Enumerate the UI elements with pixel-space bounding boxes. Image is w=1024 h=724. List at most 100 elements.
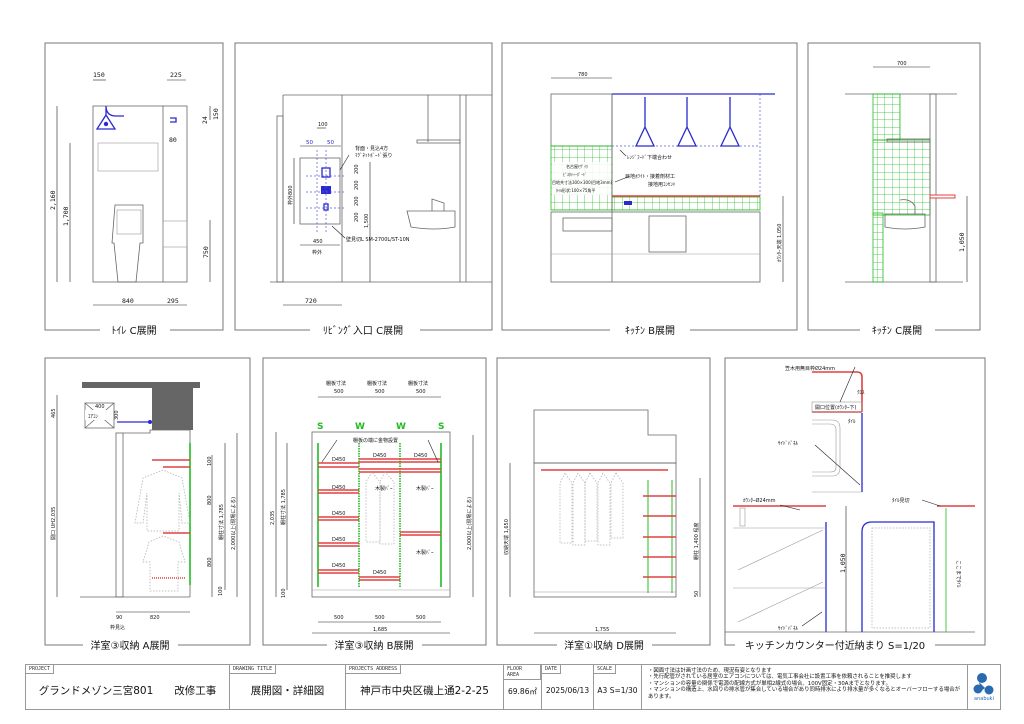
dimension-label: 1,685	[373, 627, 387, 633]
annotation: 棚板の端に金物設置	[353, 437, 398, 444]
rod-label: 木製ﾊﾞｰ	[416, 549, 434, 556]
dimension-label: 820	[150, 615, 160, 621]
annotation: 目地ﾎﾜｲﾄ・接着剤材工	[625, 173, 675, 180]
post-type-label: W	[355, 422, 365, 432]
date-cell: DATE 2025/06/13	[542, 665, 594, 709]
hanging-clothes-icon	[559, 472, 624, 546]
date-caption: DATE	[542, 665, 562, 674]
dimension-label: 棚板寸法	[326, 380, 346, 387]
dimension-label: 200	[354, 212, 360, 222]
dimension-label: 棚柱寸法 1,785	[218, 504, 225, 540]
dimension-label: 500	[416, 389, 426, 395]
tile-spec: 名古屋ﾓｻﾞｲｸ	[566, 163, 588, 169]
annotation: 接地用ｺﾝｾﾝﾄ	[648, 181, 676, 188]
annotation: ﾀｲﾙ	[848, 419, 856, 425]
panel-closet1-d-elevation: 収納天端 1,650 棚柱 1,400 程度 50 1,755 洋室①収納 D展…	[496, 357, 711, 652]
annotation: 背面・見込4方	[355, 145, 388, 152]
wall-lamp-icon	[95, 105, 124, 130]
dimension-label: 1,755	[595, 627, 609, 633]
panel-kitchen-b-elevation: 780 ﾚﾝｼﾞﾌｰﾄﾞ下端合わせ 名古屋ﾓｻﾞｲｸ ﾋﾞｽﾀﾃｨｰﾎﾞｰﾄﾞ …	[501, 42, 798, 337]
pendant-lights	[634, 97, 741, 147]
shelf-depth-label: D450	[373, 453, 386, 459]
dimension-label: 50	[327, 140, 334, 146]
dimension-label: 200	[354, 196, 360, 206]
dimension-label: 2,000以上(現場による)	[230, 497, 237, 550]
title-block: PROJECT グランドメゾン三宮801 改修工事 DRAWING TITLE …	[25, 664, 1001, 710]
dimension-label: 500	[375, 615, 385, 621]
annotation: ｸﾛｽ	[857, 390, 865, 396]
drawing-title-caption: DRAWING TITLE	[230, 665, 277, 674]
shelf-depth-label: D450	[332, 563, 345, 569]
date: 2025/06/13	[545, 686, 590, 695]
annotation: 枠外	[312, 249, 322, 256]
dimension-label: 24	[201, 116, 209, 124]
annotation: 壁見切L SM-2700L/ST-10N	[346, 236, 410, 243]
panel-kitchen-counter-detail: 笠木用無目枠Ø24mm ｸﾛｽ 開口位置(ｶｳﾝﾀｰ下) ﾀｲﾙ ｻｲﾄﾞﾊﾟﾈ…	[724, 357, 986, 652]
panel-closet3-a-elevation: 465 開口 UH2,035 ｴｱｺﾝ 400 300 100 800 800 …	[44, 357, 251, 652]
tile-spec: ﾀｲﾙ形状:100×75角平	[556, 187, 595, 193]
dimension-label: 棚柱 1,400 程度	[693, 523, 700, 561]
dimension-label: 枠外800	[287, 185, 294, 205]
tshirt-icon	[142, 535, 186, 592]
drawing-title: 展開図・詳細図	[250, 685, 325, 697]
dimension-label: 1,050	[958, 232, 966, 252]
dimension-label: 1,500	[364, 214, 370, 228]
dimension-label: 100	[281, 588, 287, 598]
annotation: 開口位置(ｶｳﾝﾀｰ下)	[815, 404, 856, 411]
panel-toilet-c-elevation: 150 225 2,160 1,700 24 150 80 750 840 29…	[44, 42, 224, 337]
panel-title: ｷｯﾁﾝ B展開	[625, 325, 675, 337]
shelf-depth-label: D450	[332, 537, 345, 543]
note: ・図面寸法は計画寸法のため、現況有姿となります	[648, 668, 772, 674]
dimension-label: 90	[116, 615, 122, 621]
logo-mark-icon	[973, 673, 994, 695]
panel-closet3-b-elevation: S W W S 棚板寸法 棚板寸法 棚板寸法 500 500 500 棚板の端に…	[262, 357, 487, 652]
panel-title: ﾄｲﾚ C展開	[111, 325, 156, 337]
dimension-label: 840	[122, 297, 134, 305]
panel-title: キッチンカウンター付近納まり S=1/20	[745, 639, 925, 652]
air-conditioner-label: ｴｱｺﾝ	[88, 414, 99, 420]
panel-title: ｷｯﾁﾝ C展開	[872, 325, 922, 337]
dimension-label: 1,700	[62, 206, 70, 226]
note: ・マンションの容量の関係で電源の配線方式が単相2線式の場合、100V固定・30A…	[648, 680, 891, 687]
dimension-label: 500	[375, 389, 385, 395]
dimension-label: 750	[202, 246, 210, 258]
shelf-depth-label: D450	[332, 457, 345, 463]
drawing-title-cell: DRAWING TITLE 展開図・詳細図	[230, 665, 346, 709]
dimension-label: 465	[51, 408, 57, 418]
hanging-clothes-icon	[365, 471, 395, 545]
panel-title: 洋室③収納 A展開	[91, 639, 170, 652]
tile-spec: 目地共寸法300×300(目地3mm)	[552, 179, 613, 185]
note: ・先行配管がされている居室のエアコンについては、電気工事会社に設置工事を依頼され…	[648, 674, 912, 681]
panel-title: ﾘﾋﾞﾝｸﾞ入口 C展開	[323, 325, 403, 337]
company-logo: anabuki	[968, 665, 1001, 709]
dimension-label: 2,160	[49, 190, 57, 210]
annotation: ここまでﾀｲﾙ	[955, 560, 961, 588]
shirt-icon	[134, 469, 191, 532]
annotation: ｶｳﾝﾀｰØ24mm	[743, 497, 776, 504]
annotation: ﾀｲﾙ見切	[892, 497, 910, 504]
post-type-label: S	[438, 422, 444, 432]
dimension-label: 50	[306, 140, 313, 146]
post-type-label: W	[396, 422, 406, 432]
dimension-label: 780	[578, 72, 588, 78]
dimension-label: 500	[334, 389, 344, 395]
dimension-label: 150	[93, 71, 105, 79]
dimension-label: 200	[354, 164, 360, 174]
annotation: ｻｲﾄﾞﾊﾟﾈﾙ	[778, 625, 799, 632]
dimension-label: 800	[207, 495, 213, 505]
floor-area-cell: FLOOR AREA 69.86㎡	[504, 665, 542, 709]
scale-caption: SCALE	[594, 665, 617, 674]
dimension-label: 1,050	[839, 553, 847, 573]
project-name: グランドメゾン三宮801 改修工事	[38, 685, 217, 697]
floor-area: 69.86㎡	[508, 687, 537, 696]
dimension-label: 225	[170, 71, 182, 79]
dimension-label: 300	[114, 410, 120, 420]
notes: ・図面寸法は計画寸法のため、現況有姿となります ・先行配管がされている居室のエア…	[642, 665, 968, 709]
dimension-label: 2,035	[270, 511, 276, 525]
panel-kitchen-c-elevation: 700 1,050 ｷｯﾁﾝ C展開	[807, 42, 981, 337]
address-caption: PROJECTS ADDRESS	[346, 665, 402, 674]
annotation: ｻｲﾄﾞﾊﾟﾈﾙ	[778, 440, 799, 447]
scale-cell: SCALE A3 S=1/30	[594, 665, 642, 709]
panel-title: 洋室③収納 B展開	[334, 639, 413, 652]
dimension-label: 150	[212, 108, 220, 120]
